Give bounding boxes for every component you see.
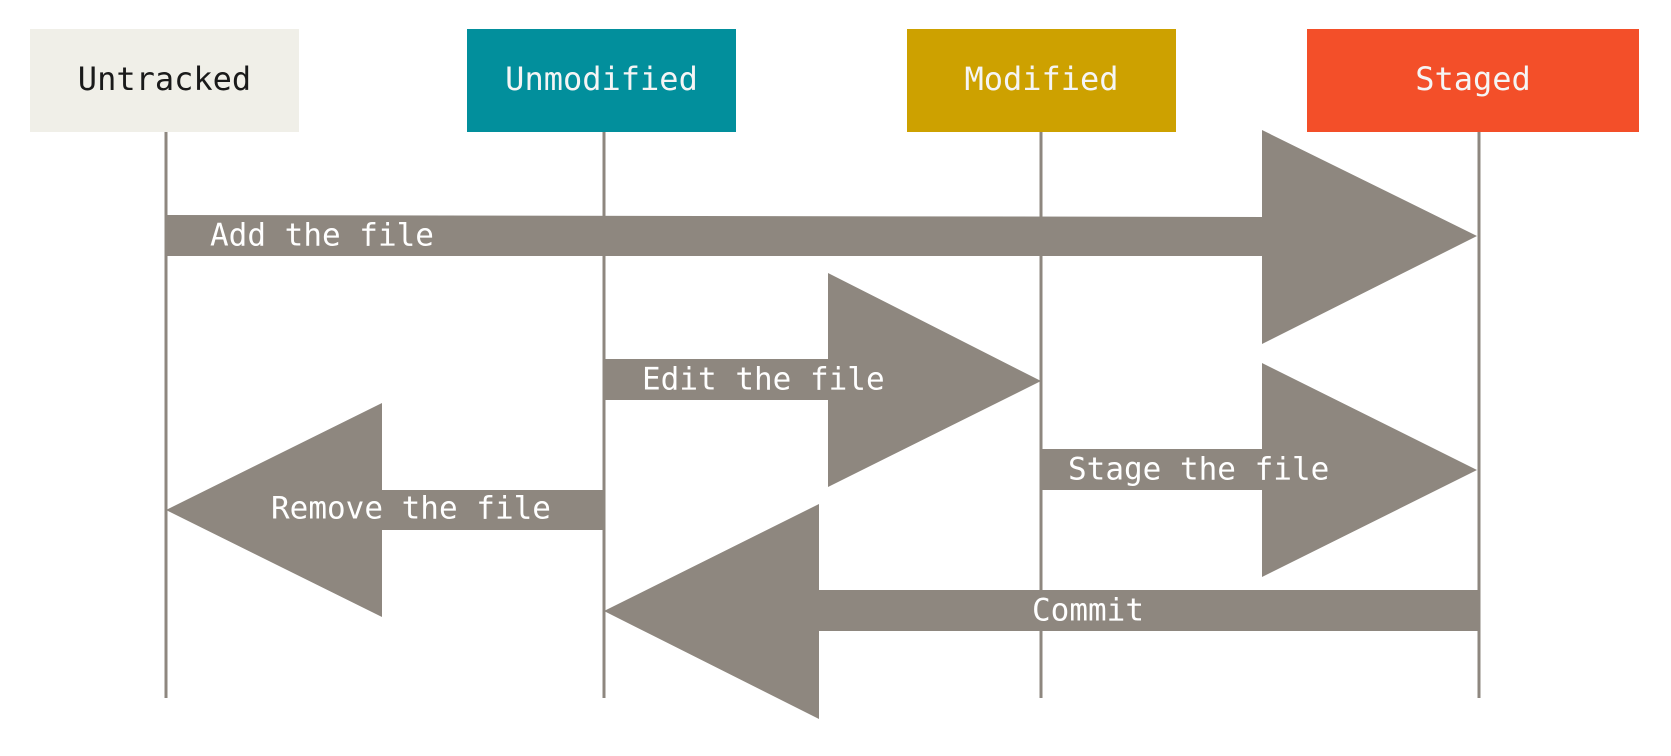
arrow-label-add-the-file: Add the file: [210, 218, 434, 254]
state-untracked-box: [30, 29, 299, 132]
arrow-remove-the-file: [166, 403, 604, 617]
arrow-commit: [604, 504, 1479, 719]
state-untracked: Untracked: [30, 29, 299, 132]
arrow-edit-the-file: [604, 273, 1041, 487]
transition-add-the-file: Add the file: [166, 130, 1477, 344]
arrow-label-stage-the-file: Stage the file: [1068, 452, 1329, 488]
transition-commit: Commit: [604, 504, 1479, 719]
state-staged-label: Staged: [1415, 60, 1531, 98]
state-untracked-label: Untracked: [78, 60, 251, 98]
state-modified-box: [907, 29, 1176, 132]
arrow-add-the-file: [166, 130, 1477, 344]
state-staged-box: [1307, 29, 1639, 132]
state-unmodified: Unmodified: [467, 29, 736, 132]
transition-edit-the-file: Edit the file: [604, 273, 1041, 487]
arrow-label-remove-the-file: Remove the file: [271, 491, 551, 527]
arrow-label-commit: Commit: [1032, 593, 1144, 629]
state-unmodified-label: Unmodified: [505, 60, 698, 98]
transition-remove-the-file: Remove the file: [166, 403, 604, 617]
state-modified-label: Modified: [964, 60, 1118, 98]
state-staged: Staged: [1307, 29, 1639, 132]
arrow-label-edit-the-file: Edit the file: [642, 362, 885, 398]
state-modified: Modified: [907, 29, 1176, 132]
state-unmodified-box: [467, 29, 736, 132]
arrow-stage-the-file: [1041, 363, 1477, 577]
transition-stage-the-file: Stage the file: [1041, 363, 1477, 577]
